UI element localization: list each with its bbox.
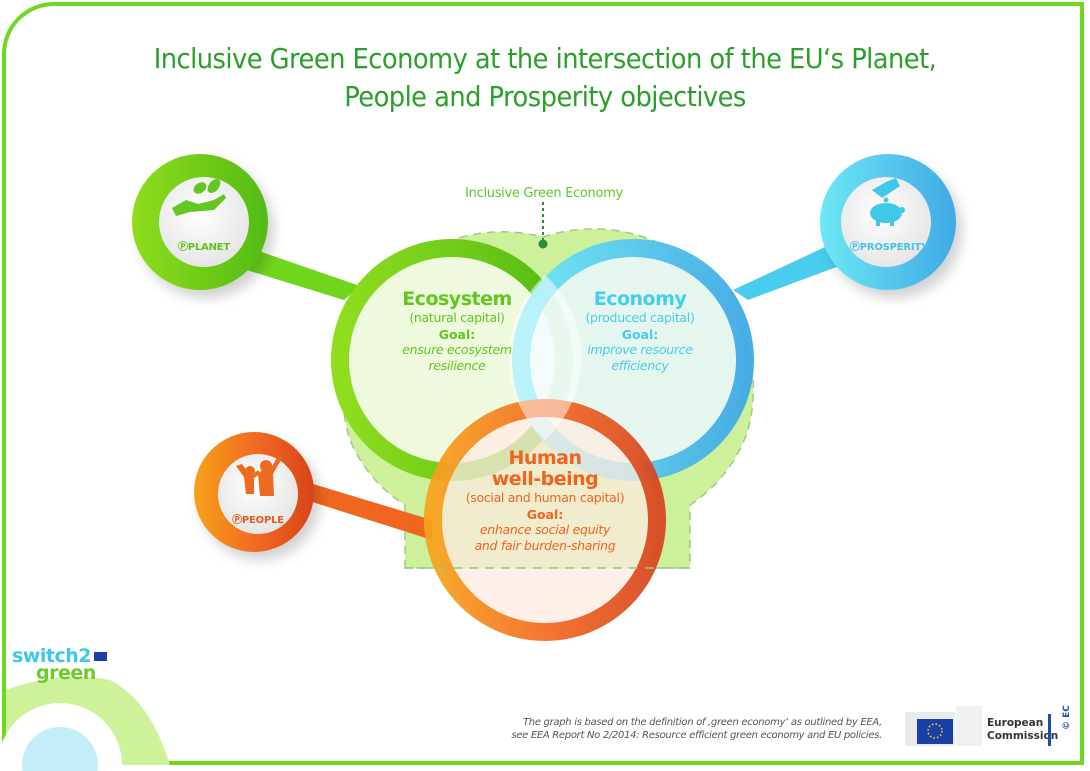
switch2green-logo: switch2 green — [12, 645, 96, 684]
inclusive-green-economy-label: Inclusive Green Economy — [465, 186, 623, 201]
ecosystem-subtitle: (natural capital) — [409, 310, 505, 325]
copyright-notice: © EC — [1062, 705, 1072, 730]
label-connector-dot — [538, 239, 548, 249]
piggy-bank-coin-icon — [870, 178, 905, 226]
economy-subtitle: (produced capital) — [585, 310, 695, 325]
economy-goal-label: Goal: — [621, 327, 659, 342]
ec-divider — [1048, 714, 1051, 746]
title-line-1: Inclusive Green Economy at the intersect… — [153, 42, 937, 75]
human-goal-line-1: enhance social equity — [479, 522, 611, 537]
european-commission-text: European Commission — [987, 717, 1058, 743]
p-badge-icon: Ⓟ — [177, 242, 188, 253]
people-pointer — [300, 480, 432, 540]
ecosystem-goal-line-1: ensure ecosystem — [402, 342, 512, 357]
human-heading-line-2: well-being — [491, 468, 599, 490]
source-note-line-1: The graph is based on the definition of … — [522, 717, 882, 728]
source-note-line-2: see EEA Report No 2/2014: Resource effic… — [511, 730, 882, 741]
human-goal-label: Goal: — [526, 507, 564, 522]
ecosystem-goal-label: Goal: — [438, 327, 476, 342]
people-label: ⓅPEOPLE — [222, 511, 294, 526]
human-subtitle: (social and human capital) — [465, 490, 625, 505]
planet-pointer — [240, 248, 360, 300]
source-note: The graph is based on the definition of … — [511, 716, 882, 742]
economy-goal-line-1: improve resource — [587, 342, 693, 357]
brand-eu-flag — [94, 652, 107, 661]
p-badge-icon: Ⓟ — [232, 515, 242, 526]
page-title: Inclusive Green Economy at the intersect… — [44, 40, 1047, 116]
people-cheering-icon — [236, 456, 282, 496]
european-commission-logo — [905, 706, 982, 746]
ecosystem-heading: Ecosystem — [402, 288, 512, 310]
economy-heading: Economy — [593, 288, 687, 310]
prosperity-label: ⓅPROSPERITY — [846, 238, 932, 253]
title-line-2: People and Prosperity objectives — [344, 80, 746, 113]
p-badge-icon: Ⓟ — [849, 242, 860, 253]
planet-label: ⓅPLANET — [166, 238, 242, 253]
ec-line-1: European — [987, 717, 1044, 729]
economy-goal-line-2: efficiency — [611, 358, 669, 373]
human-goal-line-2: and fair burden-sharing — [474, 538, 616, 553]
corner-decoration — [0, 676, 170, 771]
people-label-text: PEOPLE — [241, 515, 284, 526]
ecosystem-goal-line-2: resilience — [428, 358, 486, 373]
economy-text: Economy (produced capital) Goal: improve… — [565, 288, 715, 374]
ec-line-2: Commission — [987, 730, 1059, 742]
human-heading-line-1: Human — [508, 447, 582, 469]
planet-label-text: PLANET — [187, 242, 231, 253]
planet-callout — [132, 154, 268, 290]
prosperity-label-text: PROSPERITY — [859, 242, 929, 253]
brand-line-1: switch2 — [12, 645, 91, 667]
human-wellbeing-text: Human well-being (social and human capit… — [460, 448, 630, 554]
prosperity-pointer — [733, 240, 850, 300]
brand-line-2: green — [36, 662, 96, 684]
hand-with-leaves-icon — [172, 179, 226, 216]
ecosystem-text: Ecosystem (natural capital) Goal: ensure… — [382, 288, 532, 374]
